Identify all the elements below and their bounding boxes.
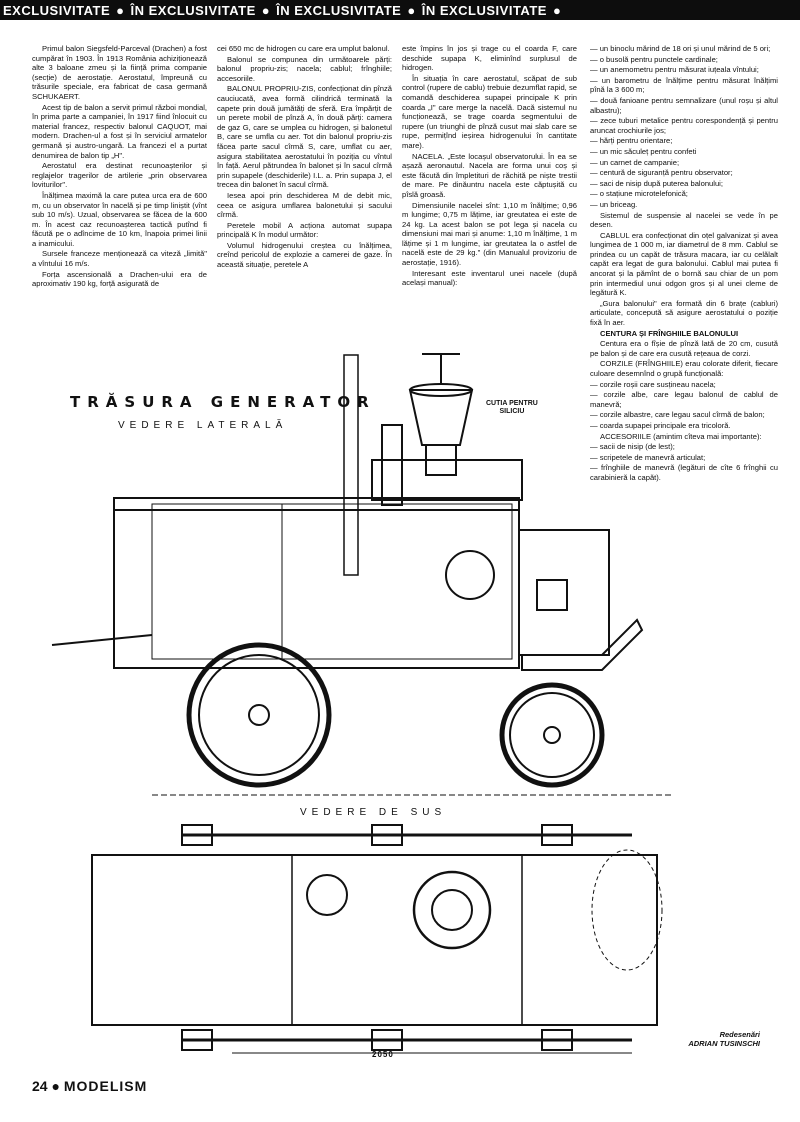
paragraph: Iesea apoi prin deschiderea M de debit m…: [217, 190, 392, 220]
paragraph: Sursele franceze menționează ca viteză „…: [32, 249, 207, 269]
header-banner: EXCLUSIVITATE● ÎN EXCLUSIVITATE● ÎN EXCL…: [0, 0, 800, 20]
list-item: — un carnet de campanie;: [590, 157, 680, 167]
paragraph: CABLUL era confecționat din oțel galvani…: [590, 230, 778, 298]
list-item: — corzile albe, care legau balonul de ca…: [590, 390, 778, 409]
paragraph: ACCESORIILE (amintim cîteva mai importan…: [600, 431, 762, 441]
paragraph: Primul balon Siegsfeld-Parceval (Drachen…: [32, 44, 207, 101]
column-1: Primul balon Siegsfeld-Parceval (Drachen…: [32, 44, 207, 332]
banner-text-1: EXCLUSIVITATE: [3, 2, 111, 18]
paragraph: În situația în care aerostatul, scăpat d…: [402, 73, 577, 150]
list-item: — un anemometru pentru măsurat iuțeala v…: [590, 65, 759, 75]
drawing-title: TRĂSURA GENERATOR: [70, 393, 376, 411]
paragraph: CORZILE (FRÎNGHIILE) erau colorate difer…: [590, 359, 778, 378]
page-number: 24: [32, 1078, 48, 1094]
dimension-label: 2050: [372, 1050, 394, 1059]
list-item: — două fanioane pentru semnalizare (unul…: [590, 95, 778, 115]
list-item: — un briceag.: [590, 199, 638, 209]
view-label-side: VEDERE LATERALĂ: [118, 420, 288, 431]
paragraph: Volumul hidrogenului creștea cu înălțime…: [217, 240, 392, 270]
paragraph: Înălțimea maximă la care putea urca era …: [32, 190, 207, 248]
paragraph: Forța ascensională a Drachen-ului era de…: [32, 269, 207, 289]
list-item: — centură de siguranță pentru observator…: [590, 168, 733, 178]
cart-body-side: [113, 497, 520, 669]
list-item: — corzile roșii care susțineau nacela;: [590, 379, 716, 389]
column-2: cei 650 mc de hidrogen cu care era umplu…: [217, 44, 392, 332]
banner-text-4: ÎN EXCLUSIVITATE: [421, 2, 547, 18]
list-item: — saci de nisip după puterea balonului;: [590, 178, 723, 188]
column-3: este împins în jos și trage cu el coarda…: [402, 44, 577, 332]
list-item: — hărți pentru orientare;: [590, 136, 673, 146]
paragraph: Interesant este inventarul unei nacele (…: [402, 268, 577, 288]
paragraph: Centura era o fîșie de pînză lată de 20 …: [590, 339, 778, 358]
porthole: [445, 550, 495, 600]
paragraph: Sistemul de suspensie al nacelei se vede…: [590, 210, 778, 230]
section-heading: CENTURA ȘI FRÎNGHIILE BALONULUI: [600, 328, 739, 338]
paragraph: Aerostatul era destinat recunoașterilor …: [32, 161, 207, 190]
list-item: — sacii de nisip (de lest);: [590, 442, 675, 452]
list-item: — un barometru de înălțime pentru măsura…: [590, 75, 778, 95]
magazine-logo: MODELISM: [63, 1078, 148, 1094]
list-item: — un binoclu mărind de 18 ori și unul mă…: [590, 44, 771, 53]
list-item: — un mic săculeț pentru confeti: [590, 146, 697, 156]
list-item: — coarda supapei principale era tricolor…: [590, 420, 731, 430]
generator-cart-drawing: [51, 353, 672, 1054]
list-item: — scripetele de manevră articulat;: [590, 452, 706, 462]
list-item: — zece tuburi metalice pentru coresponde…: [590, 116, 778, 135]
list-item: — corzile albastre, care legau sacul cîr…: [590, 410, 765, 420]
drawing-credit: Redesenări ADRIAN TUSINSCHI: [688, 1030, 760, 1048]
paragraph: NACELA. „Este locașul observatorului. În…: [402, 151, 577, 199]
banner-text-2: ÎN EXCLUSIVITATE: [130, 2, 256, 18]
column-4: — un binoclu mărind de 18 ori și unul mă…: [590, 44, 778, 524]
page-footer: 24 ● MODELISM: [32, 1078, 148, 1094]
article-columns: Primul balon Siegsfeld-Parceval (Drachen…: [32, 44, 777, 332]
paragraph: cei 650 mc de hidrogen cu care era umplu…: [217, 44, 390, 53]
paragraph: BALONUL PROPRIU-ZIS, confecționat din pî…: [217, 84, 392, 190]
boiler: [371, 459, 523, 501]
list-item: — o busolă pentru punctele cardinale;: [590, 54, 718, 64]
silicon-box: [408, 389, 474, 446]
list-item: — frînghiile de manevră (legături de cît…: [590, 463, 778, 482]
cart-body-top: [91, 854, 658, 1026]
list-item: — o stațiune microtelefonică;: [590, 189, 688, 199]
paragraph: este împins în jos și trage cu el coarda…: [402, 44, 577, 73]
paragraph: „Gura balonului" era formată din 6 brațe…: [590, 298, 778, 328]
paragraph: Balonul se compunea din următoarele părț…: [217, 54, 392, 83]
view-label-top: VEDERE DE SUS: [300, 807, 447, 818]
banner-text-3: ÎN EXCLUSIVITATE: [276, 2, 402, 18]
front-wheel: [499, 682, 605, 788]
paragraph: Peretele mobil A acționa automat supapa …: [217, 220, 392, 240]
rear-wheel: [186, 642, 332, 788]
callout-label: CUTIA PENTRU SILICIU: [486, 400, 538, 415]
paragraph: Dimensiunile nacelei sînt: 1,10 m înălți…: [402, 200, 577, 268]
paragraph: Acest tip de balon a servit primul războ…: [32, 102, 207, 160]
